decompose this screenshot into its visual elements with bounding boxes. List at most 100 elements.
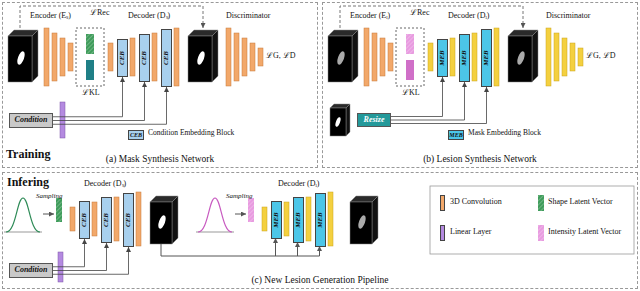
- connector: [53, 243, 107, 271]
- loss-label: ℒRec: [410, 9, 429, 18]
- connector: [53, 247, 129, 274]
- block-text: MEB: [461, 50, 469, 66]
- embedding-block: MEB: [293, 197, 304, 243]
- block-text: CEB: [163, 51, 171, 65]
- embedding-block: MEB: [315, 193, 326, 247]
- gaussian-sampling: [56, 198, 62, 222]
- mask-volume: [346, 104, 350, 136]
- lesion-output-volume: [350, 196, 378, 244]
- legend-box: [430, 186, 634, 254]
- latent-space: [406, 60, 414, 80]
- panel-region: (b) Lesion Synthesis NetworkMEBMEBMEBRes…: [322, 2, 638, 168]
- legend-box: [538, 195, 544, 211]
- decoder-layers: [70, 207, 75, 231]
- embedding-block: MEB: [437, 39, 448, 77]
- mask-output-volume: [188, 36, 212, 82]
- block-text: MEB: [483, 50, 491, 66]
- discriminator-layers: [562, 38, 567, 76]
- module-label: Encoder (Eᵢ): [350, 12, 390, 21]
- panel-region: Infering(c) New Lesion Generation Pipeli…: [2, 172, 638, 289]
- linear-layer: [60, 102, 65, 138]
- stage-heading: Infering: [7, 176, 49, 189]
- mask-output-volume: [188, 30, 218, 82]
- decoder-layers: [108, 28, 179, 86]
- legend-box: [538, 195, 544, 211]
- connector: [391, 82, 465, 120]
- discriminator-layers: [578, 48, 583, 66]
- encoder-layers: [44, 28, 49, 86]
- mask-input-volume: [8, 30, 38, 82]
- latent-space: [86, 34, 94, 54]
- mask-output-volume: [212, 30, 218, 82]
- block-text: CEB: [125, 213, 133, 227]
- latent-space: [86, 34, 94, 54]
- encoder-layers: [388, 43, 393, 71]
- encoder-layers: [364, 28, 369, 86]
- reconstruction-loss-line: [20, 6, 203, 28]
- embedding-block: MEB: [459, 34, 470, 82]
- decoder-layers: [136, 192, 141, 246]
- block-text: Resize: [364, 116, 385, 125]
- decoder-layers: [428, 43, 433, 71]
- gaussian-sampling: [198, 198, 232, 232]
- legend-swatch: [440, 195, 445, 211]
- module-label: Discriminator: [226, 12, 270, 21]
- gaussian-sampling: [248, 198, 254, 222]
- decoder-layers: [262, 192, 333, 246]
- block-text: MEB: [273, 212, 281, 228]
- discriminator-layers: [226, 28, 263, 86]
- legend-text: Mask Embedding Block: [468, 129, 541, 137]
- gaussian-sampling: [196, 198, 254, 232]
- mask-feed-lines: [319, 246, 320, 256]
- encoder-layers: [380, 38, 385, 76]
- mask-output-volume: [196, 50, 206, 65]
- block-text: MEB: [317, 212, 325, 228]
- embedding-block: CEB: [101, 197, 112, 243]
- lesion-input-volume: [336, 50, 346, 65]
- mask-feed-lines: [297, 242, 298, 256]
- latent-space: [76, 28, 104, 86]
- loss-label: ℒG, ℒD: [266, 52, 296, 61]
- legend-box: [538, 225, 544, 241]
- gaussian-sampling: [235, 214, 246, 215]
- input-box: Resize: [357, 113, 391, 127]
- connector: [391, 87, 487, 124]
- gaussian-sampling: [248, 198, 254, 222]
- stage-heading: Training: [6, 148, 50, 161]
- reconstruction-loss-line: [340, 6, 523, 28]
- legend-text: 3D Convolution: [450, 198, 502, 207]
- connector: [53, 239, 85, 267]
- legend-text: Shape Latent Vector: [548, 198, 613, 207]
- mask-volume: [334, 117, 341, 128]
- discriminator-layers: [226, 28, 231, 86]
- encoder-layers: [372, 33, 377, 81]
- lesion-input-volume: [352, 30, 358, 82]
- block-abbreviation: MEB: [448, 130, 464, 140]
- loss-label: ℒKL: [82, 89, 100, 98]
- encoder-layers: [364, 28, 393, 86]
- discriminator-layers: [258, 48, 263, 66]
- block-text: CEB: [81, 213, 89, 227]
- module-label: Decoder (Dᵢ): [278, 180, 320, 189]
- embedding-block: CEB: [123, 193, 134, 247]
- embedding-block: CEB: [139, 34, 150, 82]
- block-text: CEB: [119, 51, 127, 65]
- decoder-layers: [108, 43, 113, 71]
- gaussian-sampling: [56, 198, 62, 222]
- sampling-label: Sampling: [226, 193, 252, 201]
- encoder-layers: [60, 38, 65, 76]
- embedding-block: CEB: [79, 201, 90, 239]
- mask-output-volume: [157, 214, 167, 229]
- encoder-layers: [52, 33, 57, 81]
- block-text: CEB: [141, 51, 149, 65]
- discriminator-layers: [234, 33, 239, 81]
- mask-feed-lines: [161, 244, 320, 256]
- gaussian-sampling: [43, 214, 54, 215]
- latent-space: [396, 28, 424, 86]
- gaussian-sampling: [196, 232, 234, 233]
- module-label: Decoder (Dₛ): [84, 180, 126, 189]
- mask-output-volume: [172, 196, 178, 244]
- lesion-output-volume: [516, 50, 526, 65]
- decoder-layers: [114, 197, 119, 241]
